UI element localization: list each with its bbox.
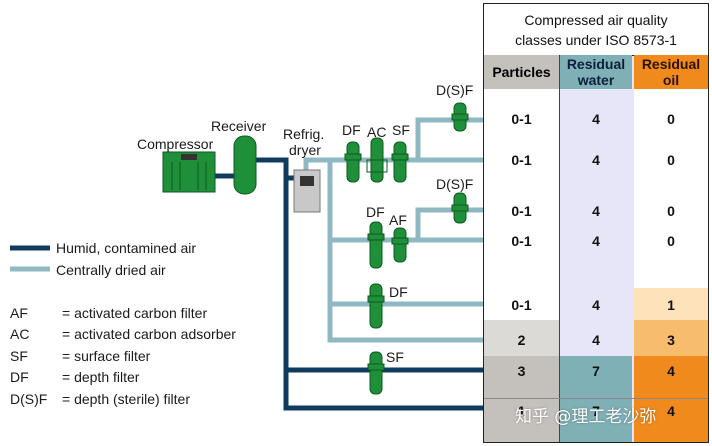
table-title: Compressed air quality classes under ISO… <box>483 10 709 50</box>
header-water-line-2: water <box>577 72 615 88</box>
af-label-2: AF <box>389 212 407 228</box>
df-label-1: DF <box>342 122 361 138</box>
dried-branch-2b <box>415 207 483 240</box>
cell-particles: 0-1 <box>511 233 532 249</box>
cell-water: 4 <box>592 233 600 249</box>
band-particles-2 <box>484 320 559 356</box>
header-water-line-1: Residual <box>566 56 626 72</box>
header-water: Residual water <box>560 55 632 89</box>
filters <box>344 102 469 395</box>
cell-oil: 3 <box>667 332 675 348</box>
zhihu-watermark: 知乎 @理工老沙弥 <box>515 407 657 427</box>
filter-df-1 <box>344 141 362 183</box>
refrig-dryer-label-1: Refrig. <box>283 126 325 142</box>
humid-main-drop <box>283 178 483 411</box>
cell-particles: 2 <box>517 332 526 348</box>
cell-water: 4 <box>592 152 600 168</box>
legend-dried-label: Centrally dried air <box>56 262 166 278</box>
filter-ac-1 <box>366 137 388 183</box>
cell-oil: 4 <box>667 363 675 379</box>
cell-particles: 0-1 <box>511 111 532 127</box>
band-oil-1 <box>634 288 708 320</box>
header-oil: Residual oil <box>634 55 708 89</box>
row-divider <box>484 398 708 399</box>
humid-air-pipes <box>214 157 483 411</box>
sf-label-4: SF <box>386 349 404 365</box>
cell-particles: 0-1 <box>511 203 532 219</box>
abbr-dsf: D(S)F= depth (sterile) filter <box>10 391 190 407</box>
band-oil-4 <box>634 356 708 442</box>
table-title-line-2: classes under ISO 8573-1 <box>515 32 677 48</box>
df-label-3: DF <box>389 284 408 300</box>
filter-df-3 <box>367 283 385 329</box>
dsf-label-1: D(S)F <box>436 82 474 98</box>
legend-humid-label: Humid, contamined air <box>56 240 197 256</box>
filter-dsf-top <box>451 102 469 132</box>
cell-particles: 0-1 <box>511 152 532 168</box>
cell-oil: 4 <box>667 403 675 419</box>
compressor-unit <box>162 151 216 193</box>
humid-receiver-to-dryer <box>256 157 296 181</box>
filter-sf-4 <box>367 351 385 395</box>
filter-af-2 <box>391 227 409 263</box>
cell-water: 7 <box>592 403 600 419</box>
abbr-af: AF= activated carbon filter <box>10 305 208 321</box>
header-particles: Particles <box>484 55 559 89</box>
cell-particles: 3 <box>517 363 526 379</box>
table-title-line-1: Compressed air quality <box>524 12 668 28</box>
cell-water: 4 <box>592 332 600 348</box>
header-oil-line-1: Residual <box>641 56 701 72</box>
cell-water: 4 <box>592 203 600 219</box>
receiver-label: Receiver <box>211 118 267 134</box>
abbr-df: DF= depth filter <box>10 369 140 385</box>
band-particles-3 <box>484 356 559 442</box>
refrig-dryer-label-2: dryer <box>289 142 321 158</box>
refrigeration-dryer <box>293 169 321 213</box>
cell-oil: 0 <box>667 233 675 249</box>
compressor-label: Compressor <box>137 136 214 152</box>
cell-oil: 0 <box>667 111 675 127</box>
df-label-2: DF <box>366 204 385 220</box>
filter-sf-1 <box>391 141 409 183</box>
cell-water: 7 <box>592 363 600 379</box>
cell-oil: 0 <box>667 152 675 168</box>
header-oil-line-2: oil <box>662 72 680 88</box>
cell-oil: 1 <box>667 297 675 313</box>
dsf-label-2: D(S)F <box>436 176 474 192</box>
cell-particles: 1 <box>517 403 526 419</box>
cell-water: 4 <box>592 111 600 127</box>
sf-label-1: SF <box>392 122 410 138</box>
band-water-7 <box>560 356 632 442</box>
receiver-tank <box>233 135 257 195</box>
cell-water: 4 <box>592 297 600 313</box>
band-oil-3 <box>634 320 708 356</box>
filter-dsf-2 <box>451 192 469 224</box>
dried-branch-top <box>415 117 483 160</box>
filter-df-2 <box>367 221 385 269</box>
cell-particles: 0-1 <box>511 297 532 313</box>
abbr-ac: AC= activated carbon adsorber <box>10 326 236 342</box>
abbr-sf: SF= surface filter <box>10 348 151 364</box>
cell-oil: 0 <box>667 203 675 219</box>
ac-label-1: AC <box>367 124 387 140</box>
